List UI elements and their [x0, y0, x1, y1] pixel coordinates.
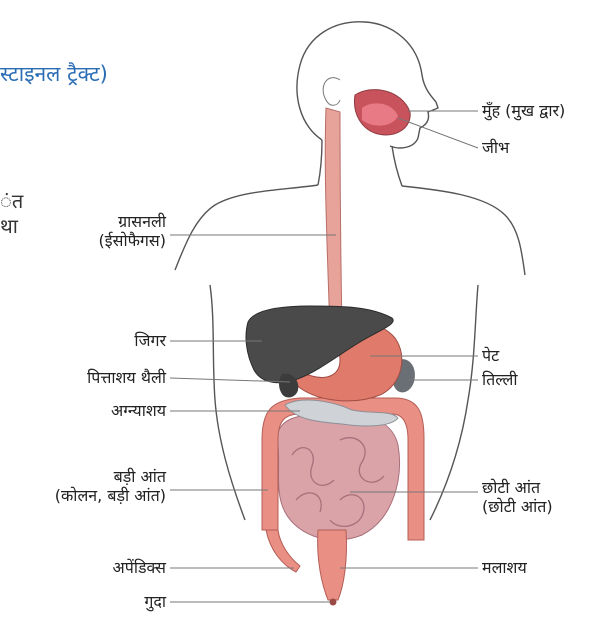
- label-small-intestine-line1: छोटी आंत: [482, 478, 553, 497]
- label-rectum: मलाशय: [482, 558, 527, 577]
- label-appendix: अपेंडिक्स: [113, 558, 166, 577]
- label-mouth: मुँह (मुख द्वार): [482, 101, 565, 120]
- label-gallbladder: पित्ताशय थैली: [87, 368, 166, 387]
- label-anus: गुदा: [144, 592, 166, 611]
- appendix-shape: [266, 530, 300, 572]
- label-large-intestine: बड़ी आंत (कोलन, बड़ी आंत): [55, 467, 166, 505]
- rectum-shape: [318, 530, 347, 600]
- ear-outline: [323, 78, 340, 106]
- label-liver: जिगर: [134, 331, 166, 350]
- label-esophagus-line1: ग्रासनली: [99, 212, 166, 231]
- label-small-intestine: छोटी आंत (छोटी आंत): [482, 478, 553, 516]
- esophagus-shape: [325, 108, 342, 330]
- label-esophagus-line2: (ईसोफैगस): [99, 231, 166, 250]
- label-pancreas: अग्न्याशय: [111, 401, 166, 420]
- label-spleen: तिल्ली: [482, 370, 517, 389]
- label-large-intestine-line1: बड़ी आंत: [55, 467, 166, 486]
- label-tongue: जीभ: [482, 138, 509, 157]
- label-esophagus: ग्रासनली (ईसोफैगस): [99, 212, 166, 250]
- label-stomach: पेट: [482, 346, 499, 365]
- label-large-intestine-line2: (कोलन, बड़ी आंत): [55, 486, 166, 505]
- leader-line-tongue: [398, 118, 478, 148]
- label-small-intestine-line2: (छोटी आंत): [482, 497, 553, 516]
- anus-mark: [330, 599, 337, 606]
- small-intestine-shape: [277, 415, 399, 540]
